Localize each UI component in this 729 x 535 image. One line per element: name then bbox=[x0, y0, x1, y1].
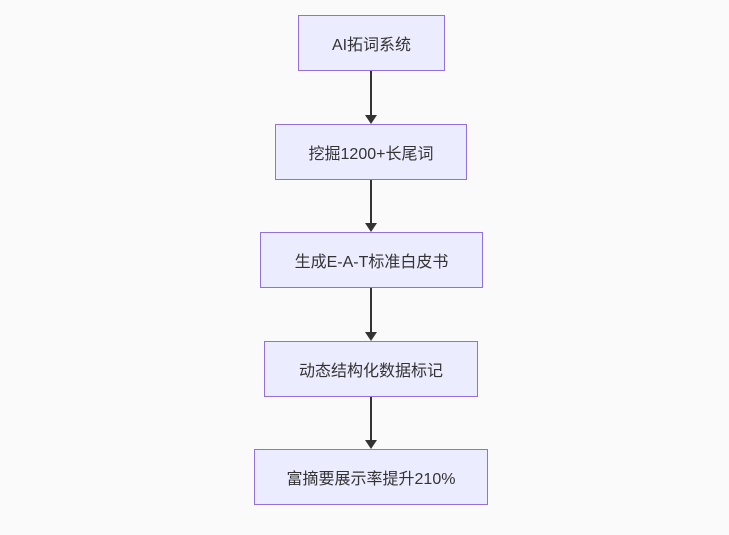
arrow-line bbox=[370, 180, 372, 225]
flow-node-eat-whitepaper: 生成E-A-T标准白皮书 bbox=[260, 232, 483, 288]
arrow-head-icon bbox=[365, 115, 377, 124]
flow-arrow-2 bbox=[365, 180, 377, 232]
arrow-head-icon bbox=[365, 332, 377, 341]
arrow-line bbox=[370, 288, 372, 334]
arrow-line bbox=[370, 71, 372, 117]
arrow-head-icon bbox=[365, 223, 377, 232]
flow-node-ai-word-expansion: AI拓词系统 bbox=[298, 15, 445, 71]
flow-arrow-4 bbox=[365, 397, 377, 449]
flow-node-longtail-keywords: 挖掘1200+长尾词 bbox=[275, 124, 467, 180]
flow-arrow-1 bbox=[365, 71, 377, 124]
arrow-head-icon bbox=[365, 440, 377, 449]
flow-arrow-3 bbox=[365, 288, 377, 341]
flow-node-rich-snippet-result: 富摘要展示率提升210% bbox=[254, 449, 488, 505]
arrow-line bbox=[370, 397, 372, 442]
flow-node-structured-data-markup: 动态结构化数据标记 bbox=[264, 341, 478, 397]
